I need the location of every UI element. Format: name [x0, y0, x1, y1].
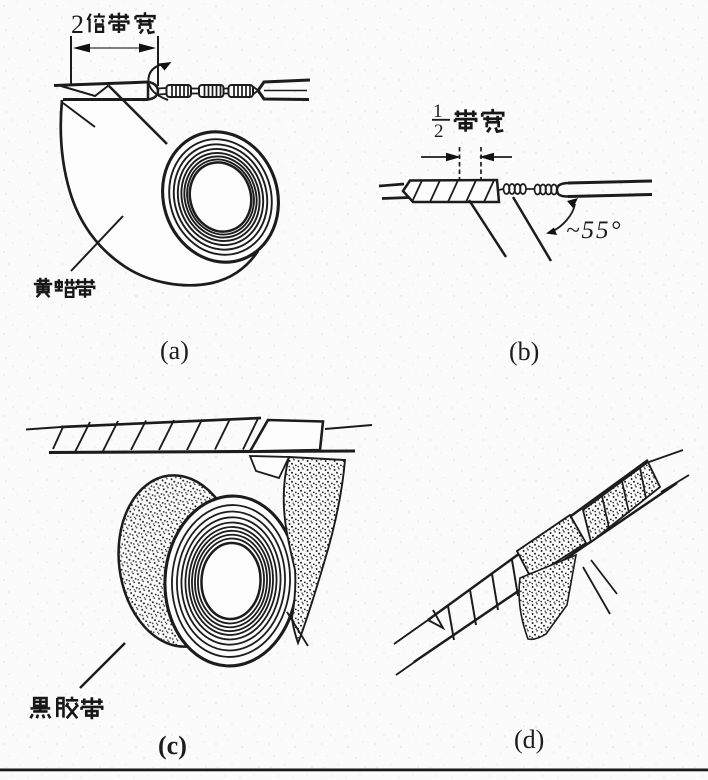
- svg-text:2: 2: [71, 10, 84, 39]
- svg-text:2: 2: [434, 121, 444, 142]
- svg-text:(c): (c): [158, 731, 187, 760]
- svg-text:(b): (b): [509, 337, 539, 366]
- svg-text:1: 1: [433, 101, 443, 122]
- svg-text:(d): (d): [514, 725, 544, 754]
- svg-text:~55°: ~55°: [566, 217, 623, 244]
- svg-text:(a): (a): [160, 336, 189, 365]
